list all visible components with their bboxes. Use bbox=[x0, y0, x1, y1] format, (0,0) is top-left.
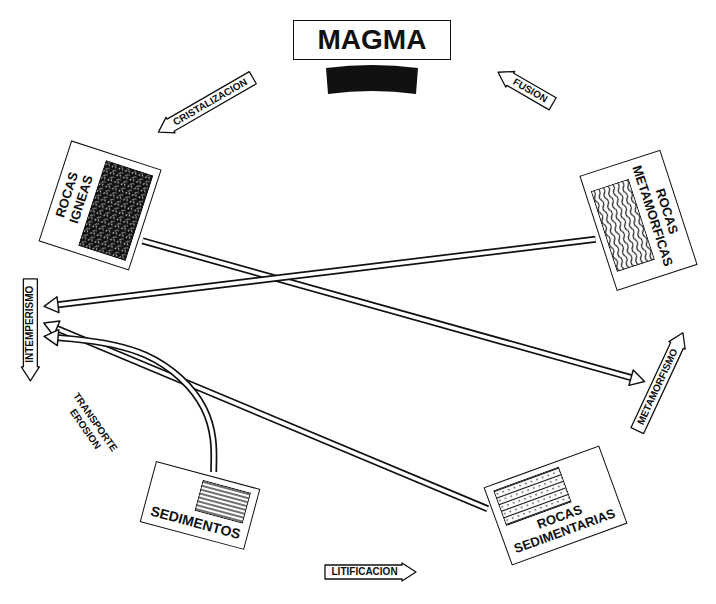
arrow-outline bbox=[629, 329, 691, 434]
arrow-core bbox=[56, 239, 596, 305]
rock-box: ROCAS SEDIMENTARIAS bbox=[483, 445, 627, 565]
arrow-outline bbox=[21, 279, 39, 381]
arrowhead bbox=[44, 297, 59, 313]
note-label-box: TRANSPORTE EROSION bbox=[61, 390, 119, 460]
arrow-outline bbox=[493, 64, 557, 111]
arrow-core bbox=[55, 328, 488, 509]
rock-box: ROCAS METAMORFICAS bbox=[579, 149, 697, 290]
process-label: METAMORFISMO bbox=[635, 347, 680, 427]
node-label: MAGMA bbox=[318, 24, 427, 56]
arrowhead bbox=[44, 330, 59, 346]
rock-texture bbox=[78, 159, 153, 260]
process-label: LITIFICACION bbox=[332, 566, 398, 578]
process-arrow: FUSION bbox=[492, 63, 558, 112]
rock-box: ROCAS IGNEAS bbox=[39, 140, 162, 270]
arrow-outline bbox=[55, 328, 488, 509]
magma-block bbox=[326, 65, 418, 94]
arrow-outline bbox=[56, 239, 596, 305]
rock-texture-fill bbox=[591, 179, 654, 271]
rock-box: SEDIMENTOS bbox=[140, 461, 261, 550]
note-label: TRANSPORTE EROSION bbox=[61, 390, 119, 460]
magma-box: MAGMA bbox=[293, 20, 452, 60]
rock-texture-fill bbox=[79, 160, 153, 260]
arrow-outline bbox=[325, 563, 416, 581]
cycle-arrow bbox=[44, 321, 488, 509]
process-arrow: LITIFICACION bbox=[324, 562, 417, 582]
arrow-outline bbox=[153, 70, 256, 140]
arrow-outline bbox=[56, 337, 214, 472]
process-arrow: INTEMPERISMO bbox=[20, 278, 40, 382]
process-label: INTEMPERISMO bbox=[24, 286, 36, 363]
process-arrow: CRISTALIZACION bbox=[152, 69, 258, 141]
arrowhead bbox=[629, 370, 645, 385]
arrow-core bbox=[56, 337, 214, 472]
process-label: CRISTALIZACION bbox=[170, 76, 248, 128]
cycle-arrow bbox=[44, 330, 214, 472]
